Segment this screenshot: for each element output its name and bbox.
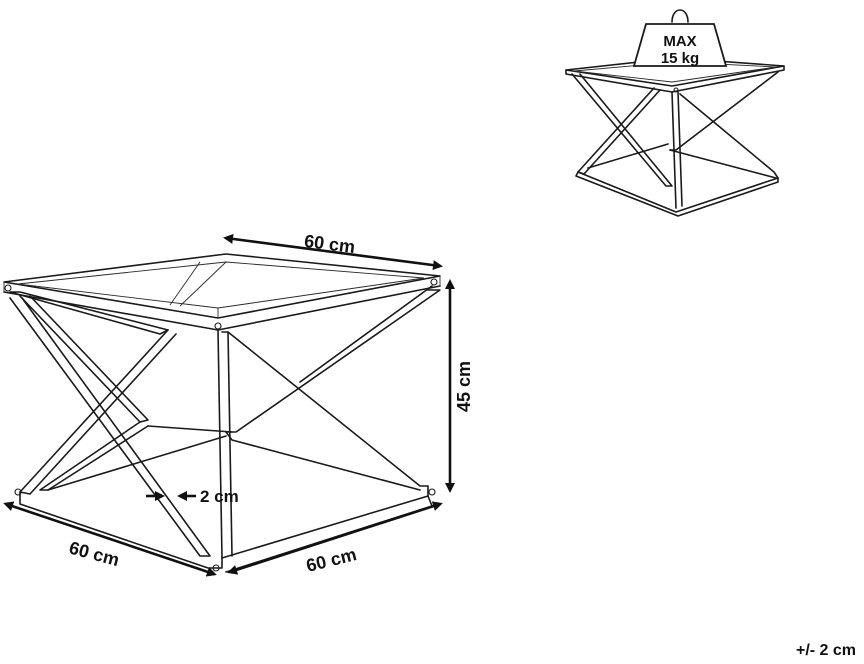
load-capacity-drawing: MAX 15 kg	[565, 9, 785, 217]
dimension-base-right: 60 cm	[227, 501, 443, 576]
weight-value-label: 15 kg	[661, 50, 699, 67]
dim-base-left-label: 60 cm	[67, 538, 121, 571]
dim-top-width-label: 60 cm	[303, 231, 356, 257]
tolerance-note: +/- 2 cm	[795, 642, 856, 659]
dimension-tube: 2 cm	[146, 487, 239, 506]
dimension-base-left: 60 cm	[3, 501, 217, 577]
frame-back	[19, 285, 433, 491]
weight-max-label: MAX	[663, 33, 696, 50]
dim-height-label: 45 cm	[454, 361, 474, 412]
dimension-height: 45 cm	[445, 279, 474, 493]
dimension-top: 60 cm	[223, 231, 443, 271]
frame-front-right	[217, 289, 441, 573]
small-table	[565, 57, 785, 217]
frame-front-left	[9, 291, 223, 569]
weight-icon: MAX 15 kg	[632, 9, 728, 67]
dim-tube-label: 2 cm	[200, 487, 239, 506]
dim-base-right-label: 60 cm	[304, 544, 358, 576]
glass-top	[3, 253, 441, 331]
